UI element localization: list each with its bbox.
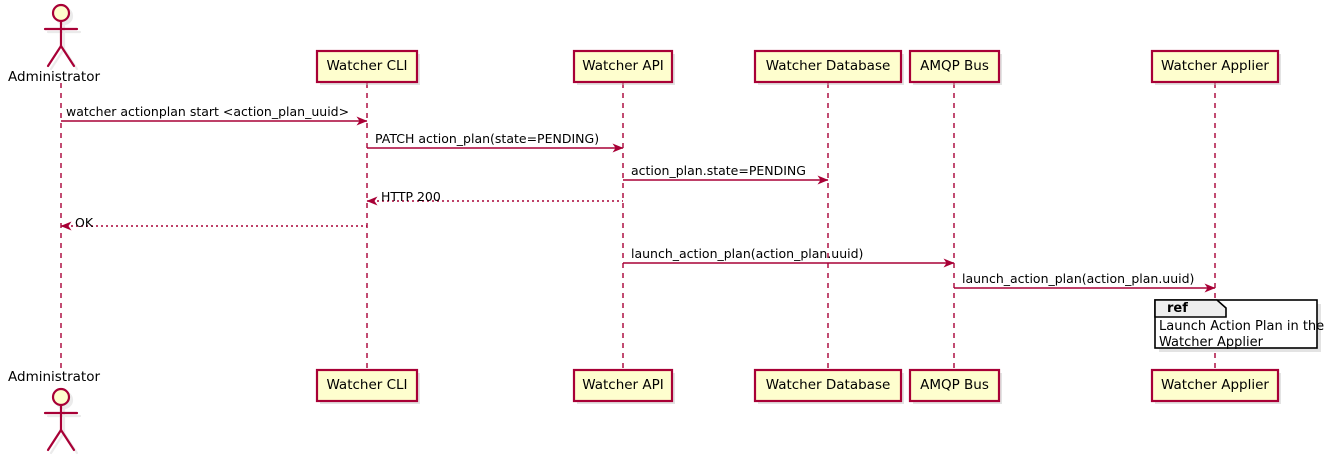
actor-label-bottom-administrator: Administrator — [8, 369, 101, 385]
participant-box-watcher-database[interactable] — [753, 49, 904, 85]
lifelines-group — [60, 83, 1216, 369]
message-arrows-group — [60, 116, 1216, 293]
participant-box-rect — [315, 49, 419, 84]
participant-box-watcher-database[interactable] — [753, 368, 904, 404]
participant-box-rect — [572, 49, 674, 84]
participant-box-watcher-applier[interactable] — [1150, 368, 1281, 404]
participant-label-watcher-cli: Watcher CLI — [326, 58, 408, 74]
participant-label-watcher-api: Watcher API — [582, 377, 664, 393]
message-label-2: action_plan.state=PENDING — [631, 163, 806, 178]
message-label-3: HTTP 200 — [381, 189, 441, 204]
participant-box-amqp-bus[interactable] — [908, 49, 1002, 85]
participant-box-amqp-bus[interactable] — [908, 368, 1002, 404]
participant-label-amqp-bus: AMQP Bus — [920, 58, 989, 74]
participant-box-watcher-api[interactable] — [572, 49, 675, 85]
actor-label-top-administrator: Administrator — [8, 69, 101, 85]
reference-frame-ref-launch-action-plan[interactable] — [1154, 299, 1321, 352]
participant-box-rect — [753, 49, 903, 84]
ref-frame-keyword: ref — [1167, 301, 1188, 316]
ref-frame-text-line-1: Watcher Applier — [1159, 335, 1263, 350]
participant-label-watcher-cli: Watcher CLI — [326, 377, 408, 393]
reference-frames-group — [1154, 299, 1321, 352]
ref-frame-text-line-0: Launch Action Plan in the — [1159, 319, 1325, 334]
participant-label-watcher-applier: Watcher Applier — [1161, 58, 1269, 74]
participant-label-amqp-bus: AMQP Bus — [920, 377, 989, 393]
participant-box-rect — [908, 49, 1001, 84]
participant-box-watcher-applier[interactable] — [1150, 49, 1281, 85]
participant-label-watcher-database: Watcher Database — [765, 377, 891, 393]
actor-figure-administrator-top[interactable] — [43, 3, 79, 68]
participant-box-rect — [572, 368, 674, 403]
participant-label-watcher-api: Watcher API — [582, 58, 664, 74]
message-label-5: launch_action_plan(action_plan.uuid) — [631, 246, 864, 261]
actor-figure-administrator-bottom[interactable] — [43, 387, 79, 452]
message-label-4: OK — [75, 215, 94, 230]
participant-box-watcher-api[interactable] — [572, 368, 675, 404]
message-label-6: launch_action_plan(action_plan.uuid) — [962, 271, 1195, 286]
participant-box-rect — [753, 368, 903, 403]
participant-box-rect — [1150, 49, 1280, 84]
message-label-0: watcher actionplan start <action_plan_uu… — [66, 104, 350, 119]
actor-figures-group — [43, 3, 82, 455]
participant-box-watcher-cli[interactable] — [315, 368, 420, 404]
participant-box-rect — [1150, 368, 1280, 403]
participant-box-watcher-cli[interactable] — [315, 49, 420, 85]
participant-box-rect — [315, 368, 419, 403]
message-label-1: PATCH action_plan(state=PENDING) — [375, 131, 600, 146]
participant-boxes-group — [315, 49, 1281, 404]
participant-label-watcher-database: Watcher Database — [765, 58, 891, 74]
participant-label-watcher-applier: Watcher Applier — [1161, 377, 1269, 393]
ref-frame-tab — [1154, 299, 1227, 318]
participant-box-rect — [908, 368, 1001, 403]
